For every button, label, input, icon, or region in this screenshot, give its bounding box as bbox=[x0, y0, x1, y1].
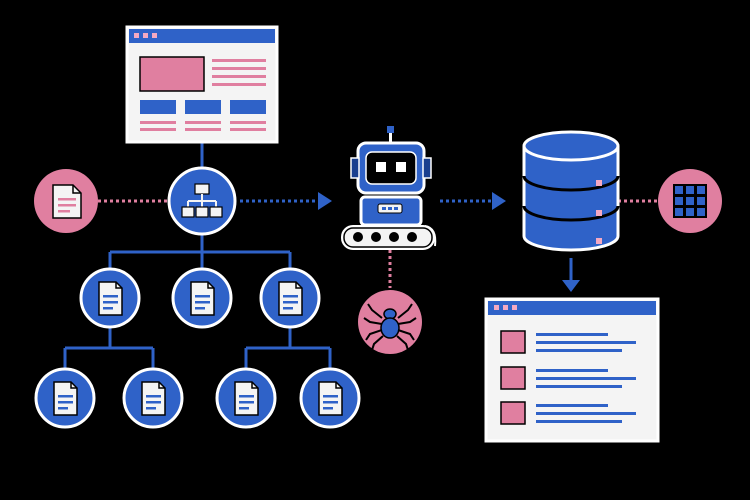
arrow-robot-db bbox=[492, 192, 506, 210]
source-document-icon bbox=[34, 169, 98, 233]
arrow-hub-robot bbox=[318, 192, 332, 210]
database-icon bbox=[522, 130, 620, 252]
page-node-l1-left bbox=[79, 267, 141, 329]
page-node-l2-b bbox=[122, 367, 184, 429]
page-node-l2-d bbox=[299, 367, 361, 429]
page-node-l2-a bbox=[34, 367, 96, 429]
page-node-l1-right bbox=[259, 267, 321, 329]
result-row-1 bbox=[500, 330, 636, 354]
robot-icon bbox=[341, 126, 437, 250]
browser-window-icon bbox=[125, 25, 279, 144]
table-grid-icon bbox=[658, 169, 722, 233]
page-node-l2-c bbox=[215, 367, 277, 429]
spider-icon bbox=[358, 290, 422, 354]
page-node-l1-mid bbox=[171, 267, 233, 329]
arrow-db-results bbox=[562, 280, 580, 292]
results-list-icon bbox=[484, 297, 660, 443]
result-row-3 bbox=[500, 401, 636, 425]
connectors bbox=[63, 142, 660, 370]
result-row-2 bbox=[500, 366, 636, 390]
sitemap-icon bbox=[167, 166, 237, 236]
